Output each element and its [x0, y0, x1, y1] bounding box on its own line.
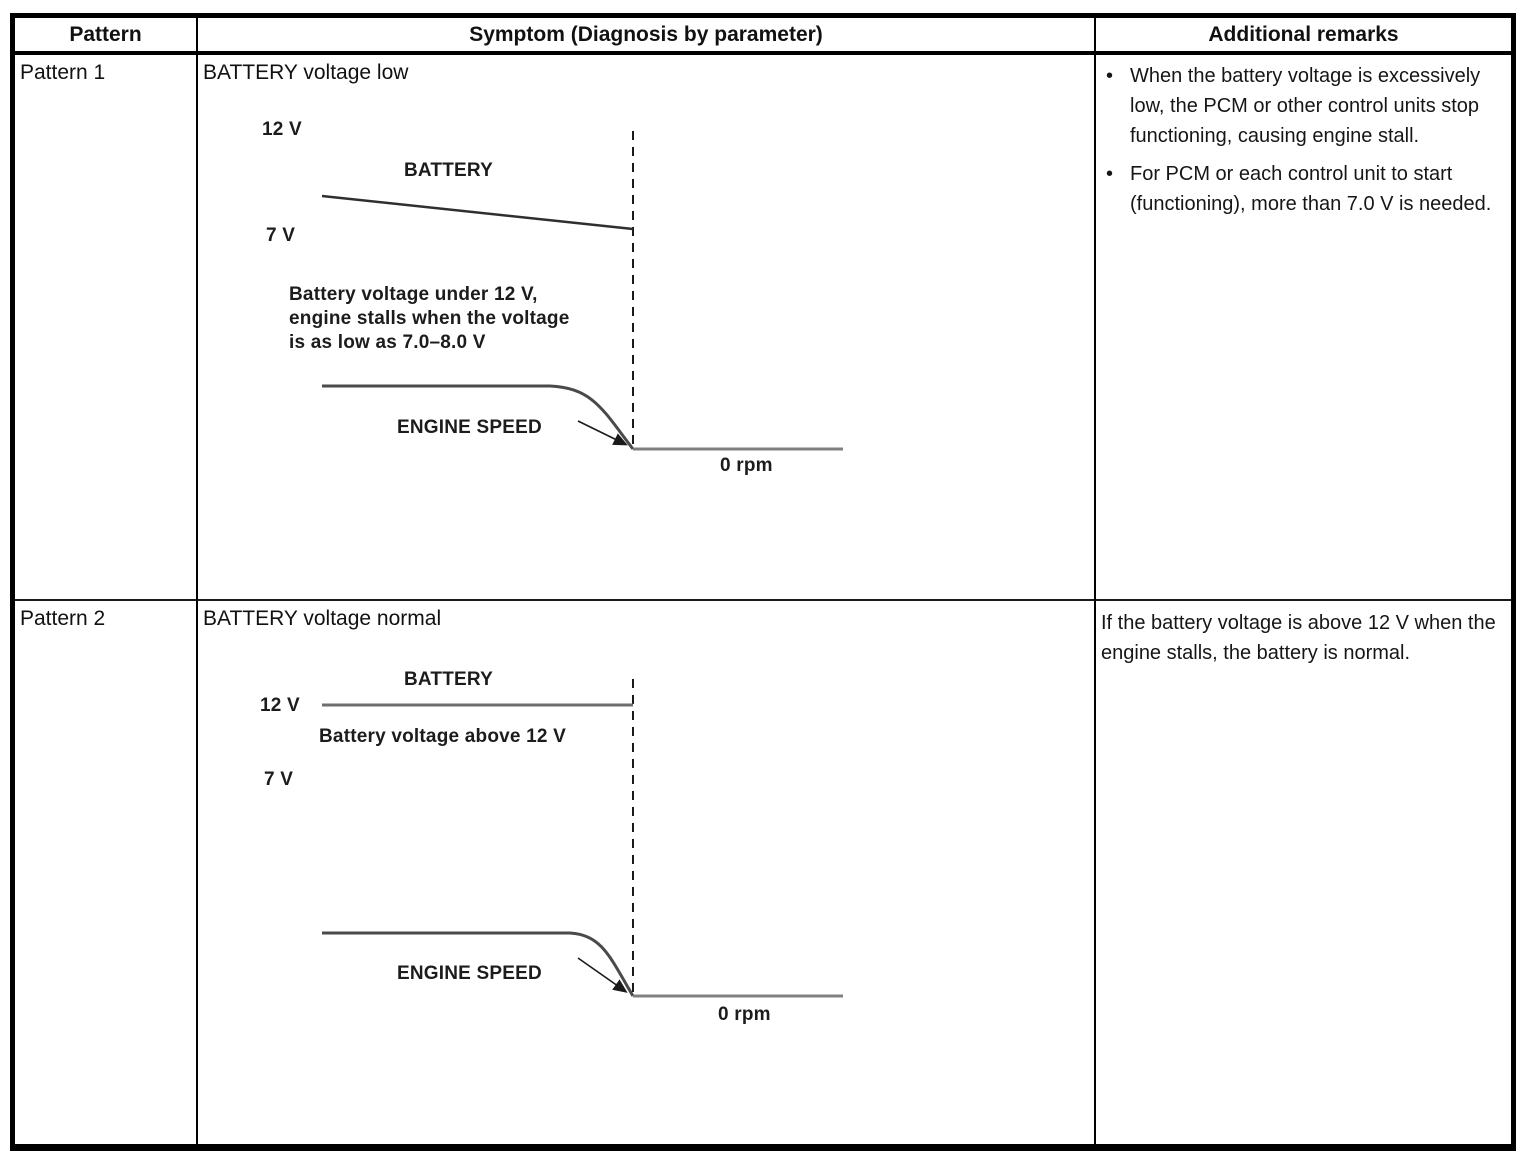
stall-annotation-line2: engine stalls when the voltage [289, 308, 570, 329]
bullet-icon: • [1106, 65, 1114, 87]
pattern1-symptom-cell: BATTERY voltage low 12 V BATTERY 7 V Bat… [198, 55, 1096, 601]
header-symptom: Symptom (Diagnosis by parameter) [198, 18, 1096, 55]
label-battery: BATTERY [404, 669, 494, 690]
header-symptom-label: Symptom (Diagnosis by parameter) [469, 22, 823, 46]
pattern1-remarks-cell: • When the battery voltage is excessivel… [1096, 55, 1511, 601]
label-0rpm: 0 rpm [720, 455, 773, 476]
normal-annotation: Battery voltage above 12 V [319, 726, 567, 747]
stall-annotation-line3: is as low as 7.0–8.0 V [289, 332, 486, 353]
engine-speed-arrow [577, 957, 628, 993]
header-remarks-label: Additional remarks [1208, 22, 1399, 46]
remark-text: If the battery voltage is above 12 V whe… [1101, 612, 1496, 664]
pattern2-symptom-title: BATTERY voltage normal [203, 607, 442, 630]
pattern2-remarks-cell: If the battery voltage is above 12 V whe… [1096, 601, 1511, 1144]
label-battery: BATTERY [404, 160, 494, 181]
pattern2-diagram [322, 679, 843, 998]
label-engine-speed: ENGINE SPEED [397, 963, 542, 984]
stall-annotation-line1: Battery voltage under 12 V, [289, 284, 538, 305]
diagnosis-table: Pattern Symptom (Diagnosis by parameter)… [10, 13, 1516, 1151]
label-engine-speed: ENGINE SPEED [397, 417, 542, 438]
label-12v: 12 V [262, 119, 302, 140]
pattern1-remarks-list: • When the battery voltage is excessivel… [1104, 61, 1507, 219]
pattern1-label: Pattern 1 [20, 61, 106, 84]
pattern1-cell: Pattern 1 [15, 55, 198, 601]
battery-voltage-line [321, 194, 634, 231]
pattern2-label: Pattern 2 [20, 607, 106, 630]
label-12v: 12 V [260, 695, 300, 716]
label-7v: 7 V [264, 769, 294, 790]
bullet-icon: • [1106, 163, 1114, 185]
header-remarks: Additional remarks [1096, 18, 1511, 55]
pattern2-cell: Pattern 2 [15, 601, 198, 1144]
stall-annotation: Battery voltage under 12 V, engine stall… [289, 283, 570, 355]
remark-text: When the battery voltage is excessively … [1130, 65, 1481, 147]
engine-speed-arrow [577, 420, 628, 446]
header-pattern: Pattern [15, 18, 198, 55]
pattern2-symptom-cell: BATTERY voltage normal BATTERY 12 V Batt… [198, 601, 1096, 1144]
label-7v: 7 V [266, 225, 296, 246]
pattern1-symptom-title: BATTERY voltage low [203, 61, 409, 84]
remark-item: • For PCM or each control unit to start … [1104, 159, 1507, 219]
remark-item: • When the battery voltage is excessivel… [1104, 61, 1507, 151]
remark-text: For PCM or each control unit to start (f… [1130, 163, 1492, 215]
header-pattern-label: Pattern [69, 22, 142, 46]
pattern1-diagram [321, 131, 843, 451]
label-0rpm: 0 rpm [718, 1004, 771, 1025]
